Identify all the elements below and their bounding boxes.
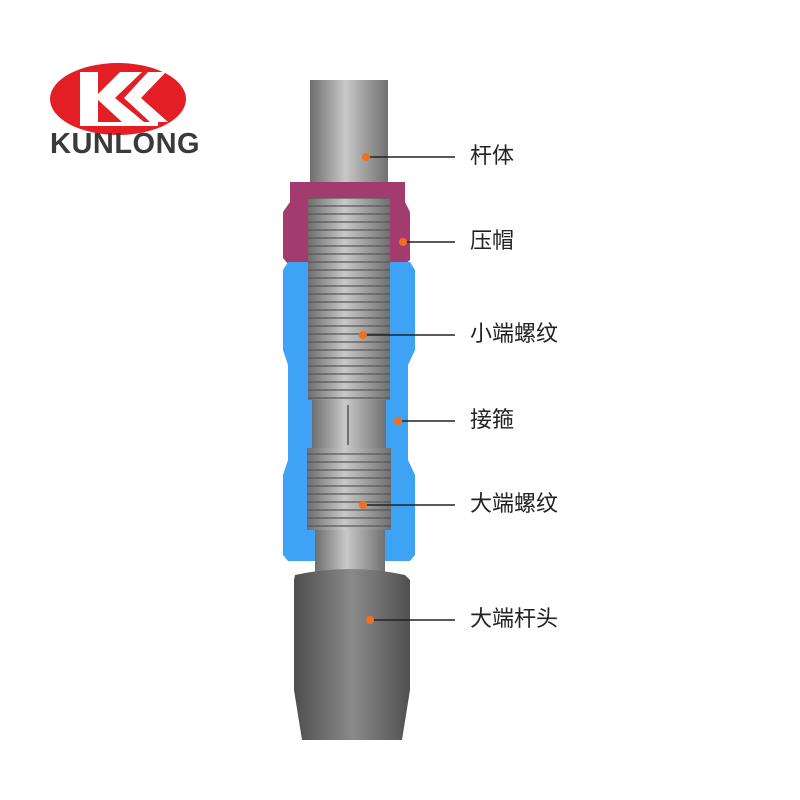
neck: [312, 400, 386, 450]
brand-name: KUNLONG: [50, 128, 201, 160]
markers: [359, 153, 455, 624]
large-end-head: [294, 569, 410, 740]
label-coupling: 接箍: [470, 408, 515, 433]
label-cap: 压帽: [470, 229, 515, 254]
label-large-end-head: 大端杆头: [470, 607, 559, 632]
label-rod-body: 杆体: [470, 144, 515, 169]
label-large-end-thread: 大端螺纹: [470, 492, 559, 517]
rod-body: [310, 80, 388, 200]
logo: [50, 63, 186, 135]
label-small-end-thread: 小端螺纹: [470, 322, 559, 347]
